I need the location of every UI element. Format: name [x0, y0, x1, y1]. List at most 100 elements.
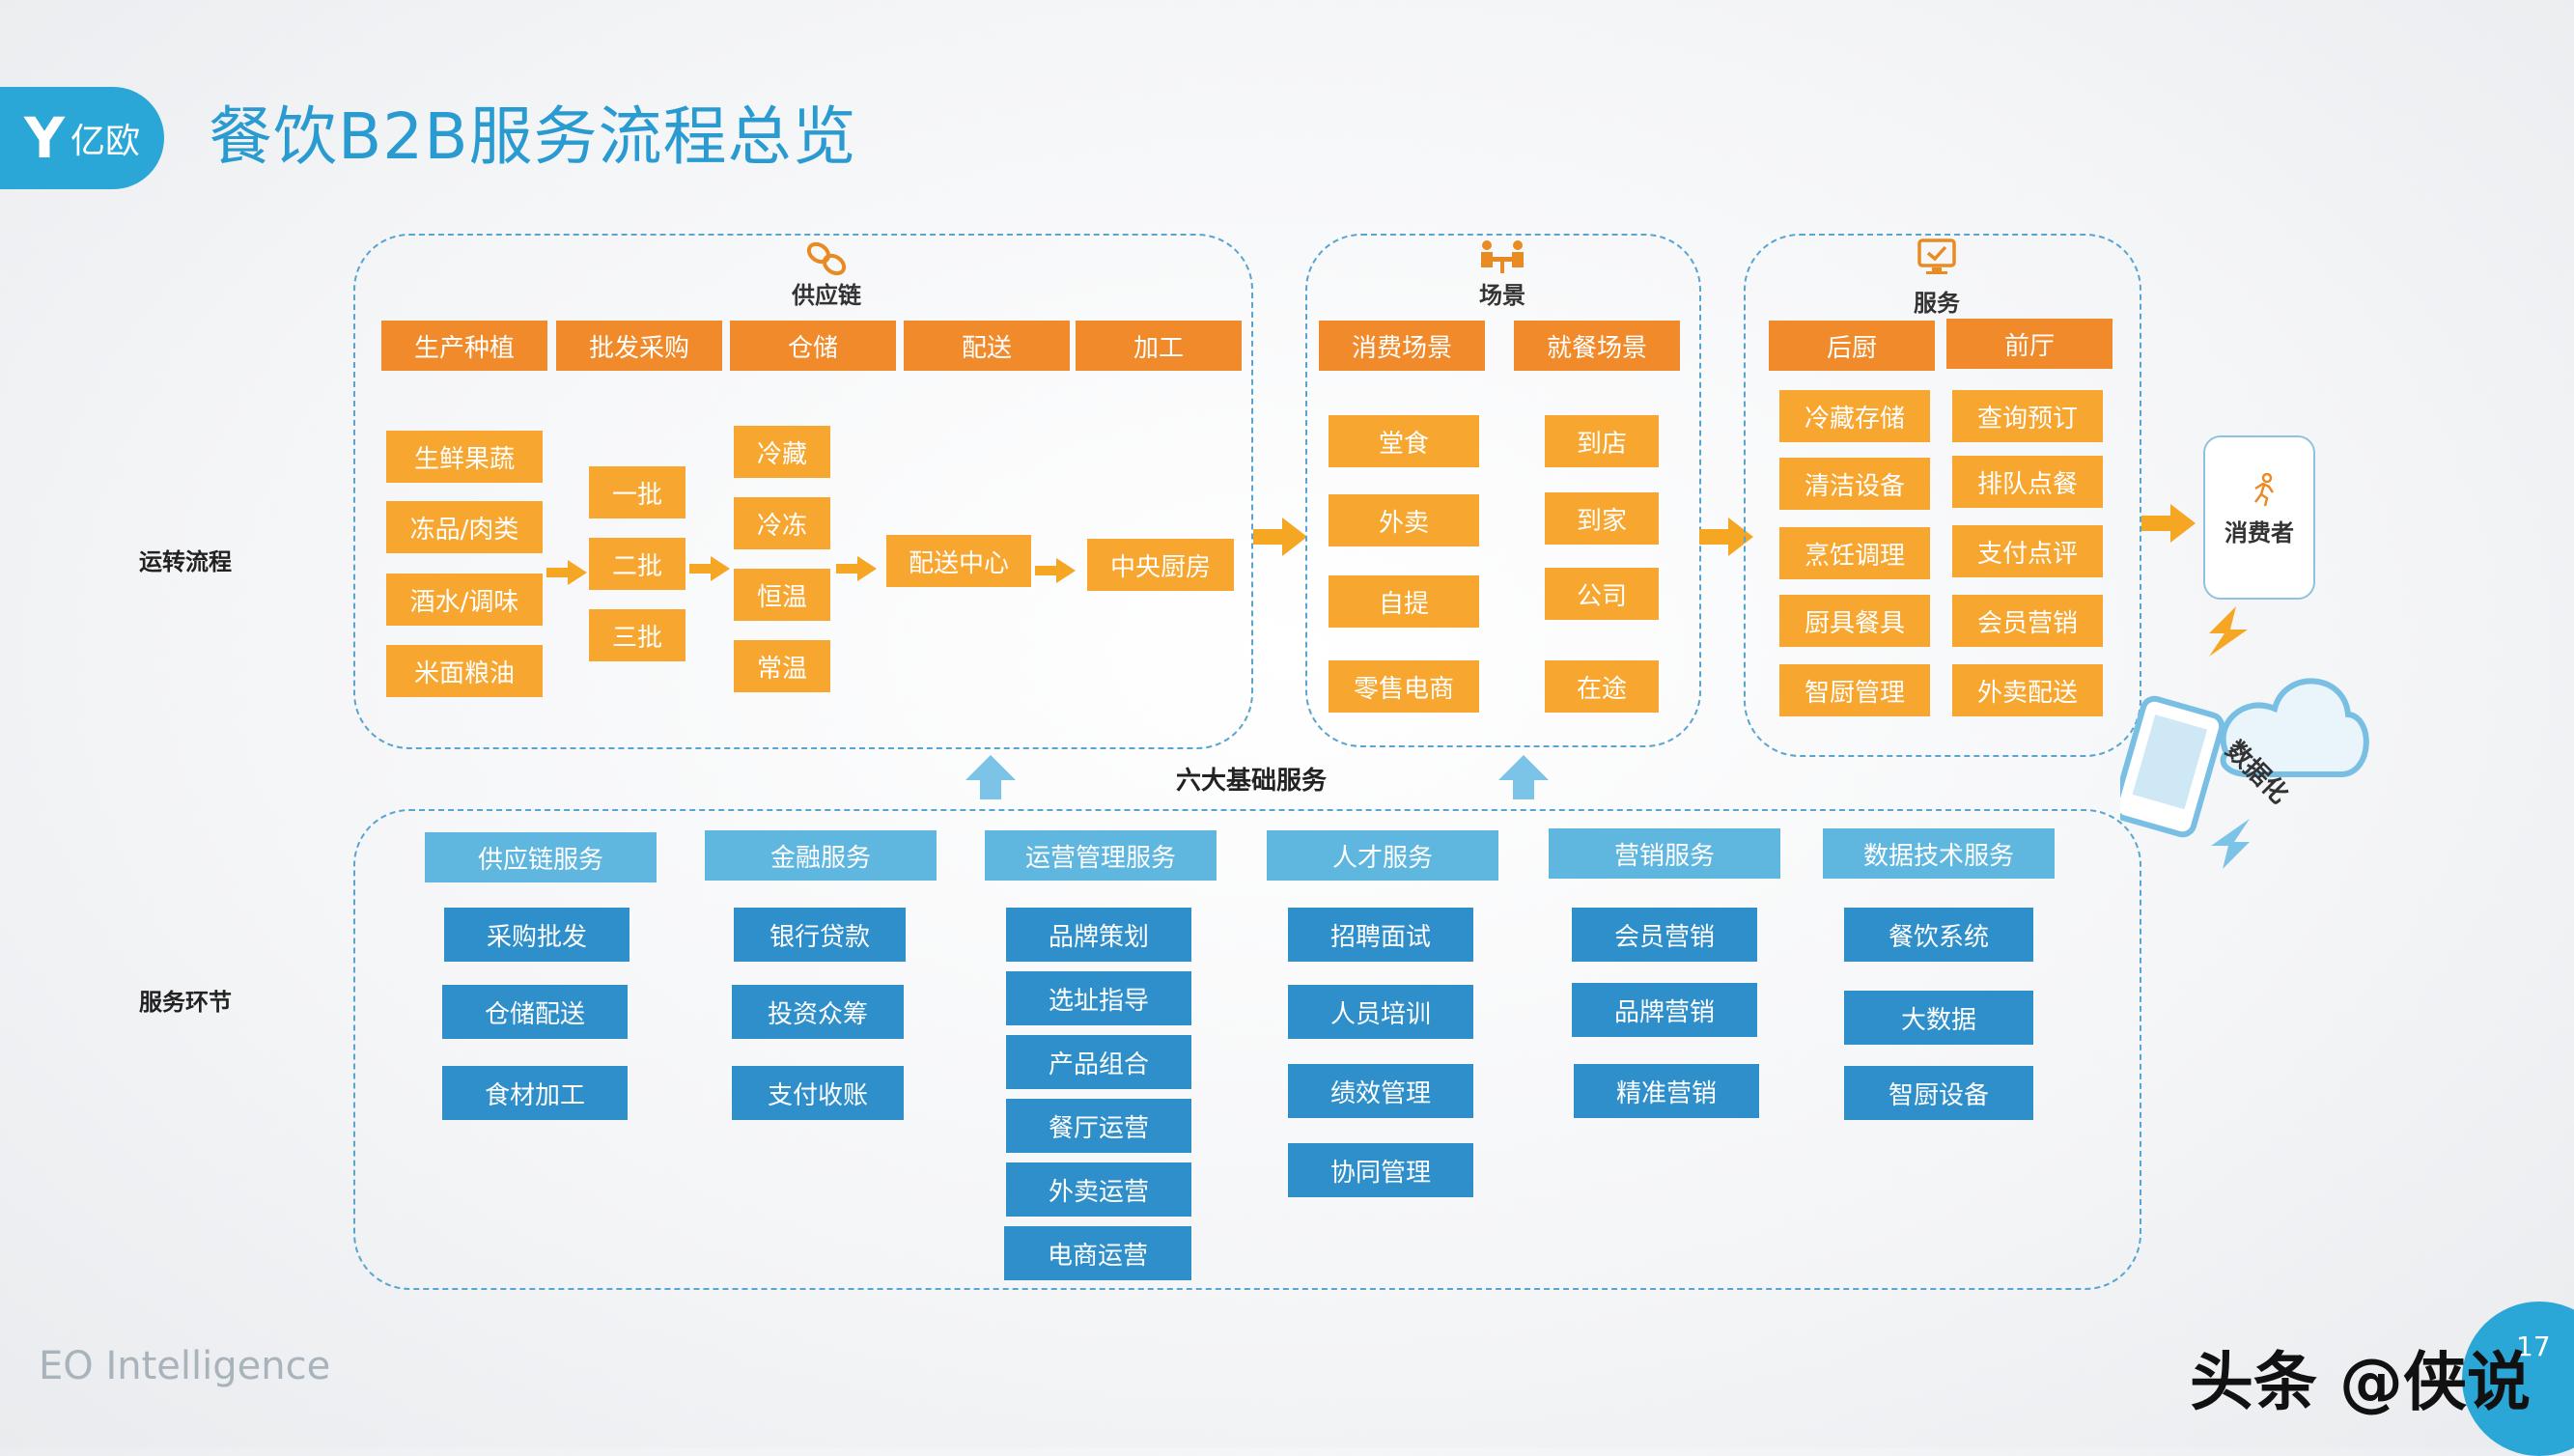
flow-arrow	[836, 556, 877, 581]
front-item: 会员营销	[1952, 595, 2103, 647]
header-production: 生产种植	[381, 321, 547, 371]
foundation-header: 供应链服务	[425, 832, 657, 882]
page-number: 17	[2516, 1330, 2551, 1362]
service-frame	[1744, 234, 2141, 757]
central-kitchen: 中央厨房	[1087, 539, 1234, 591]
header-wholesale: 批发采购	[556, 321, 722, 371]
flow-arrow	[1035, 558, 1076, 583]
foundation-item: 品牌策划	[1006, 908, 1191, 962]
header-kitchen: 后厨	[1769, 321, 1935, 371]
flow-arrow	[689, 556, 730, 581]
foundation-item: 绩效管理	[1288, 1064, 1473, 1118]
storage-item: 恒温	[734, 569, 830, 621]
flow-arrow-to-service	[1699, 518, 1753, 556]
watermark: 头条 @侠说	[2190, 1345, 2531, 1419]
consumption-item: 堂食	[1329, 415, 1479, 467]
logo-text: 亿欧	[70, 122, 140, 161]
consumption-item: 自提	[1329, 575, 1479, 628]
foundation-item: 招聘面试	[1288, 908, 1473, 962]
consumer-label: 消费者	[2224, 519, 2294, 546]
chain-link-icon	[797, 239, 855, 285]
dining-item: 在途	[1545, 660, 1659, 713]
foundation-item: 电商运营	[1004, 1226, 1191, 1280]
foundation-title: 六大基础服务	[1175, 767, 1327, 796]
front-item: 支付点评	[1952, 525, 2103, 577]
wholesale-item: 三批	[589, 609, 685, 661]
flow-arrow-to-scene	[1253, 518, 1307, 556]
kitchen-item: 厨具餐具	[1779, 595, 1930, 647]
monitor-check-icon	[1908, 238, 1966, 283]
foundation-item: 会员营销	[1572, 908, 1757, 962]
foundation-item: 餐厅运营	[1006, 1099, 1191, 1153]
foundation-item: 产品组合	[1006, 1035, 1191, 1089]
foundation-item: 品牌营销	[1572, 983, 1757, 1037]
storage-item: 常温	[734, 640, 830, 692]
front-item: 查询预订	[1952, 390, 2103, 442]
person-running-icon	[2248, 472, 2280, 512]
header-delivery: 配送	[904, 321, 1070, 371]
kitchen-item: 烹饪调理	[1779, 527, 1930, 579]
foundation-item: 外卖运营	[1006, 1162, 1191, 1217]
foundation-item: 选址指导	[1006, 971, 1191, 1025]
front-item: 排队点餐	[1952, 456, 2103, 508]
foundation-item: 人员培训	[1288, 985, 1473, 1039]
up-arrow-icon	[1498, 755, 1549, 799]
foundation-item: 精准营销	[1574, 1064, 1759, 1118]
foundation-frame	[353, 809, 2141, 1290]
storage-item: 冷藏	[734, 426, 830, 478]
wholesale-item: 一批	[589, 466, 685, 518]
foundation-header: 数据技术服务	[1823, 828, 2055, 879]
header-consumption-scene: 消费场景	[1319, 321, 1485, 371]
scene-label: 场景	[1479, 282, 1525, 309]
header-processing: 加工	[1076, 321, 1242, 371]
logo: Y 亿欧	[0, 87, 164, 189]
service-label: 服务	[1914, 290, 1960, 317]
produce-item: 米面粮油	[386, 645, 543, 697]
scene-frame	[1305, 234, 1701, 747]
storage-item: 冷冻	[734, 497, 830, 549]
wholesale-item: 二批	[589, 538, 685, 590]
header-front-hall: 前厅	[1946, 319, 2112, 369]
flow-arrow	[546, 560, 587, 585]
consumption-item: 外卖	[1329, 494, 1479, 546]
up-arrow-icon	[965, 755, 1016, 799]
kitchen-item: 清洁设备	[1779, 458, 1930, 510]
delivery-center: 配送中心	[886, 535, 1031, 587]
flow-arrow-to-consumer	[2141, 504, 2196, 543]
supply-chain-label: 供应链	[792, 282, 861, 309]
header-dining-scene: 就餐场景	[1514, 321, 1680, 371]
supply-chain-frame	[353, 234, 1253, 749]
row-label-operation: 运转流程	[139, 548, 232, 575]
foundation-item: 采购批发	[444, 908, 630, 962]
kitchen-item: 冷藏存储	[1779, 390, 1930, 442]
front-item: 外卖配送	[1952, 664, 2103, 716]
foundation-item: 银行贷款	[734, 908, 906, 962]
foundation-item: 投资众筹	[732, 985, 904, 1039]
foundation-item: 大数据	[1844, 991, 2033, 1045]
consumption-item: 零售电商	[1329, 660, 1479, 713]
foundation-item: 支付收账	[732, 1066, 904, 1120]
row-label-service: 服务环节	[139, 989, 232, 1016]
foundation-item: 协同管理	[1288, 1143, 1473, 1197]
foundation-header: 营销服务	[1549, 828, 1780, 879]
dining-item: 到家	[1545, 492, 1659, 545]
header-storage: 仓储	[730, 321, 896, 371]
page-title: 餐饮B2B服务流程总览	[209, 99, 857, 174]
logo-mark: Y	[23, 105, 65, 171]
dining-item: 公司	[1545, 568, 1659, 620]
footer-brand: EO Intelligence	[39, 1344, 331, 1388]
foundation-header: 人才服务	[1267, 830, 1498, 881]
dining-item: 到店	[1545, 415, 1659, 467]
produce-item: 生鲜果蔬	[386, 431, 543, 483]
foundation-item: 智厨设备	[1844, 1066, 2033, 1120]
foundation-header: 运营管理服务	[985, 830, 1217, 881]
produce-item: 冻品/肉类	[386, 501, 543, 553]
foundation-item: 仓储配送	[442, 985, 628, 1039]
foundation-item: 餐饮系统	[1844, 908, 2033, 962]
people-table-icon	[1473, 238, 1531, 283]
consumer-box	[2203, 435, 2315, 600]
kitchen-item: 智厨管理	[1779, 664, 1930, 716]
produce-item: 酒水/调味	[386, 574, 543, 626]
foundation-header: 金融服务	[705, 830, 937, 881]
foundation-item: 食材加工	[442, 1066, 628, 1120]
